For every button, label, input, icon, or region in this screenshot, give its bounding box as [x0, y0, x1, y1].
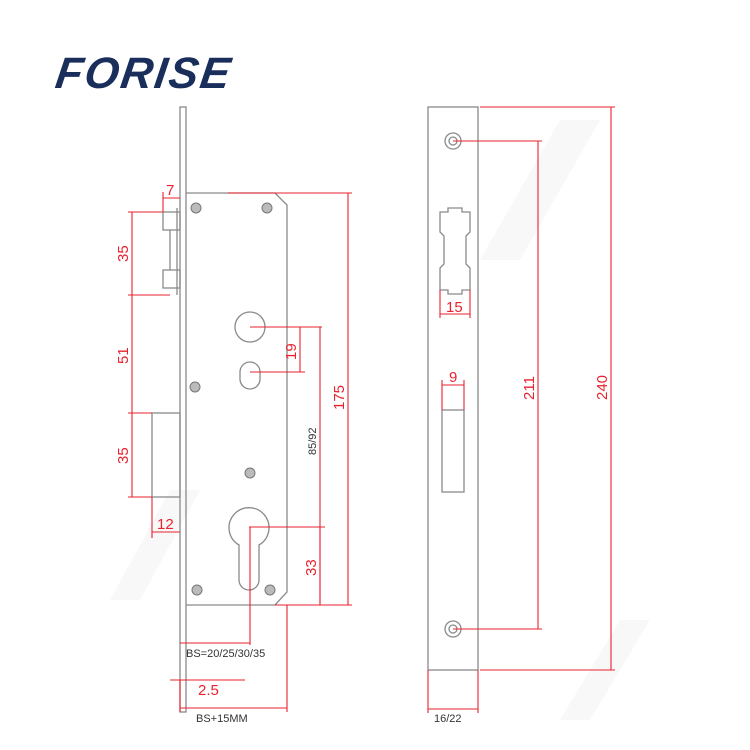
dim-cylinder-to-bottom: 33 — [303, 559, 320, 576]
dim-bolt-height: 35 — [115, 447, 132, 464]
front-dimension-lines — [128, 192, 352, 712]
dim-faceplate-length: 240 — [594, 375, 611, 400]
dim-faceplate-offset: 7 — [166, 182, 174, 199]
side-dimension-lines — [427, 106, 615, 713]
label-faceplate-width: 16/22 — [434, 713, 462, 725]
dim-bolt-throw: 12 — [157, 516, 174, 533]
dim-case-height: 175 — [331, 385, 348, 410]
dim-latch-slot-width: 15 — [446, 299, 463, 316]
screw-icons — [189, 202, 276, 596]
label-backset: BS=20/25/30/35 — [186, 648, 265, 660]
dim-faceplate-thickness: 2.5 — [198, 682, 219, 699]
side-view-outline — [427, 106, 479, 671]
dim-latch-to-bolt: 51 — [115, 347, 132, 364]
label-total-width: BS+15MM — [196, 713, 248, 725]
dim-handle-to-cylinder: 85/92 — [307, 427, 319, 455]
dim-bolt-slot-width: 9 — [449, 369, 457, 386]
dim-handle-to-slot: 19 — [283, 343, 300, 360]
dim-latch-height: 35 — [115, 245, 132, 262]
dim-screw-spacing: 211 — [521, 376, 538, 400]
